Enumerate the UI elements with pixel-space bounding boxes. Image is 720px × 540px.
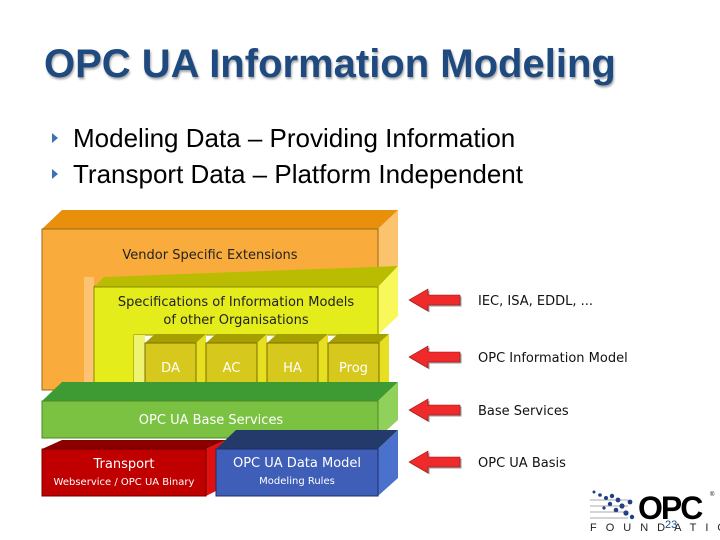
module-side-face <box>379 334 389 391</box>
module-label: Prog <box>339 361 368 376</box>
annotation-item: Base Services <box>408 398 569 423</box>
slide-title: OPC UA Information Modeling <box>44 42 616 86</box>
logo-dots-icon <box>592 490 635 520</box>
specs-inner-edge <box>134 335 145 390</box>
bullet-list: Modeling Data – Providing Information Tr… <box>52 120 523 192</box>
bullet-triangle-icon <box>52 169 58 179</box>
module-label: AC <box>223 361 241 376</box>
base-top-face <box>42 382 398 401</box>
module-top-face <box>145 334 206 343</box>
vendor-top-face <box>42 210 398 229</box>
data-model-side-face <box>378 430 398 496</box>
module-top-face <box>267 334 328 343</box>
vendor-inner-edge <box>84 277 94 390</box>
bullet-text: Transport Data – Platform Independent <box>73 159 523 189</box>
logo-mark: OPC <box>638 490 703 526</box>
bullet-item: Transport Data – Platform Independent <box>52 156 523 192</box>
specs-label-line2: of other Organisations <box>163 313 308 328</box>
left-arrow-icon <box>408 345 461 369</box>
data-model-front-face <box>215 448 379 497</box>
data-model-label: OPC UA Data Model <box>233 456 361 471</box>
logo-registered: ® <box>710 491 715 498</box>
logo-lines <box>590 499 628 519</box>
module-label: DA <box>161 361 180 376</box>
specifications-layer: Specifications of Information Models of … <box>93 266 398 391</box>
module-top-face <box>206 334 267 343</box>
bullet-triangle-icon <box>52 133 58 143</box>
bullet-item: Modeling Data – Providing Information <box>52 120 523 156</box>
annotation-item: OPC Information Model <box>408 345 628 370</box>
module-top-face <box>328 334 389 343</box>
base-services-layer: OPC UA Base Services <box>41 382 398 439</box>
module-side-face <box>257 334 267 391</box>
data-model-layer: OPC UA Data Model Modeling Rules <box>215 430 398 497</box>
specs-top-face <box>94 266 398 287</box>
left-arrow-icon <box>408 398 461 422</box>
module-side-face <box>196 334 206 391</box>
annotation-item: IEC, ISA, EDDL, ... <box>408 288 593 313</box>
annotation-label: OPC Information Model <box>478 351 628 366</box>
annotation-list: IEC, ISA, EDDL, ... OPC Information Model… <box>408 288 628 475</box>
transport-label: Transport <box>92 457 154 472</box>
vendor-label: Vendor Specific Extensions <box>122 248 297 263</box>
module-side-face <box>318 334 328 391</box>
data-model-sublabel: Modeling Rules <box>259 476 335 487</box>
page-number: 23 <box>665 519 678 531</box>
specs-label-line1: Specifications of Information Models <box>118 295 354 310</box>
base-services-label: OPC UA Base Services <box>139 413 284 428</box>
transport-layer: Transport Webservice / OPC UA Binary <box>41 440 226 497</box>
transport-top-face <box>42 440 226 449</box>
specs-side-face <box>378 266 398 335</box>
left-arrow-icon <box>408 288 461 312</box>
opc-foundation-logo: OPC ® <box>590 490 715 526</box>
transport-sublabel: Webservice / OPC UA Binary <box>54 477 195 488</box>
annotation-label: IEC, ISA, EDDL, ... <box>478 294 593 309</box>
logo-wordmark: FOUNDATION <box>590 522 720 534</box>
annotation-label: OPC UA Basis <box>478 456 566 471</box>
annotation-item: OPC UA Basis <box>408 450 566 475</box>
module-label: HA <box>283 361 302 376</box>
annotation-label: Base Services <box>478 404 569 419</box>
left-arrow-icon <box>408 450 461 474</box>
bullet-text: Modeling Data – Providing Information <box>73 123 516 153</box>
base-side-face <box>378 382 398 438</box>
transport-front-face <box>41 448 207 497</box>
data-model-top-face <box>216 430 398 449</box>
